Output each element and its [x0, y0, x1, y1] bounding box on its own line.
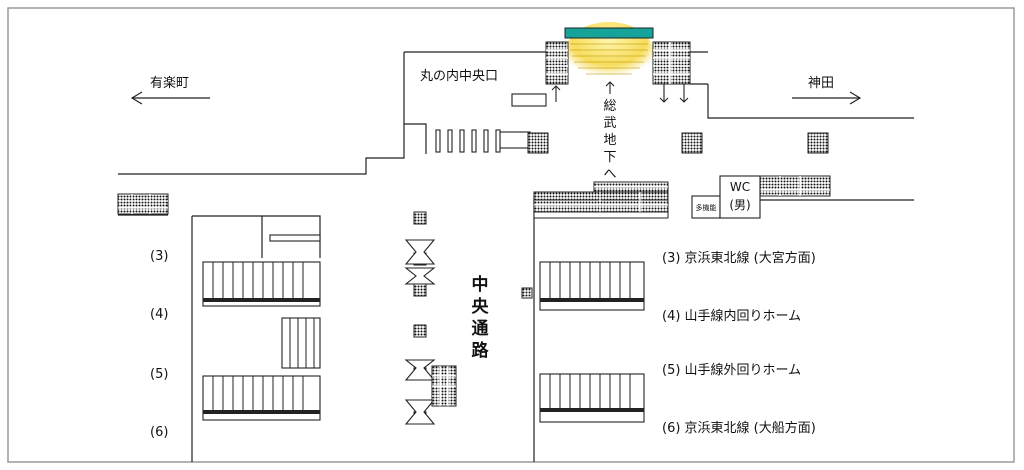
escalator-small [431, 365, 457, 407]
exit-marunouchi-central[interactable]: 丸の内中央口 [420, 68, 498, 84]
passage-sobu-underground[interactable]: 総武地下へ [603, 99, 616, 182]
station-walls [118, 51, 914, 462]
platform-left-5: (5) [150, 367, 168, 382]
wc-room [719, 175, 761, 219]
wc-gender-label: (男) [729, 198, 750, 212]
glow-stairs [570, 43, 648, 75]
platform-left-6: (6) [150, 425, 168, 440]
direction-yurakucho: 有楽町 [150, 75, 189, 91]
map-frame [7, 7, 1015, 463]
stairs-upper-right [533, 175, 831, 219]
multipurpose-label: 多機能 [696, 203, 717, 212]
direction-arrows [130, 91, 862, 105]
exit-stairs-left [545, 41, 569, 85]
flow-arrows [551, 81, 689, 103]
platform-right-3: (3) 京浜東北線 (大宮方面) [662, 250, 816, 266]
escalator-symbols [404, 239, 436, 425]
exit-stairs-right [652, 41, 691, 85]
stairs-left-platform-3-4 [202, 261, 321, 369]
stairs-right-platform-3-4 [539, 261, 645, 311]
stairs-upper-left [117, 193, 169, 215]
stairs-left-platform-5-6 [202, 375, 321, 421]
platform-left-3: (3) [150, 249, 168, 264]
highlight-bar [564, 27, 654, 39]
platform-right-4: (4) 山手線内回りホーム [662, 308, 801, 324]
wc-label: WC [730, 180, 750, 194]
platform-right-6: (6) 京浜東北線 (大船方面) [662, 420, 816, 436]
platform-right-5: (5) 山手線外回りホーム [662, 362, 801, 378]
platform-left-4: (4) [150, 307, 168, 322]
ticket-gates [435, 129, 501, 153]
direction-kanda: 神田 [808, 76, 834, 91]
stairs-right-platform-5-6 [539, 373, 645, 423]
passage-central: 中央通路 [472, 274, 490, 361]
